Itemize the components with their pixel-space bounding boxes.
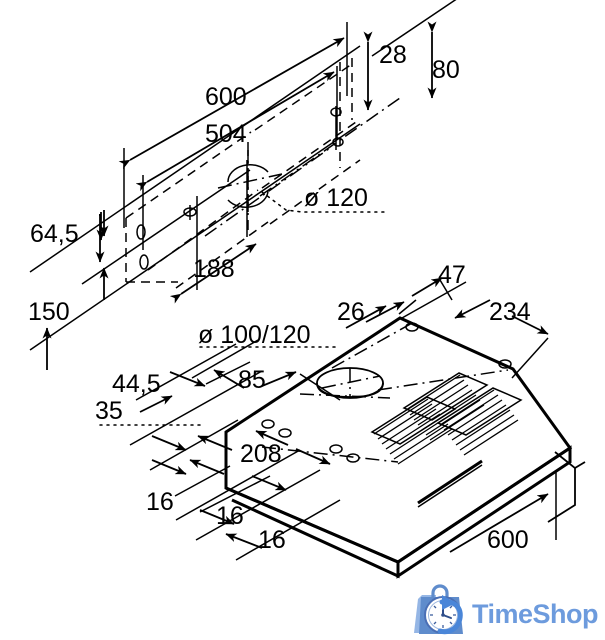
dim-208: 208 bbox=[240, 430, 331, 491]
dim-16-a: 16 bbox=[146, 435, 231, 516]
dim-504: 504 bbox=[135, 71, 335, 192]
dim-35-label: 35 bbox=[95, 397, 123, 425]
dim-80: 80 bbox=[427, 21, 460, 99]
dia-100-120-label: ø 100/120 bbox=[198, 321, 311, 349]
outlet-dia-120 bbox=[217, 150, 283, 212]
dim-234-label: 234 bbox=[489, 298, 531, 326]
dia-120-label: ø 120 bbox=[304, 184, 368, 212]
dim-44-5-label: 44,5 bbox=[112, 370, 161, 398]
dim-80-label: 80 bbox=[432, 56, 460, 84]
hood-handle-slot bbox=[417, 459, 483, 508]
dim-600-front-label: 600 bbox=[487, 526, 529, 554]
dim-504-label: 504 bbox=[205, 120, 247, 148]
dim-600-top-label: 600 bbox=[205, 83, 247, 111]
top-view-centerlines bbox=[204, 97, 401, 237]
dim-26: 26 bbox=[337, 298, 405, 329]
dim-26-label: 26 bbox=[337, 298, 365, 326]
dim-85-label: 85 bbox=[238, 366, 266, 394]
dim-600-front: 600 bbox=[449, 470, 557, 554]
dim-44-5: 44,5 bbox=[112, 361, 251, 398]
dim-150: 150 bbox=[28, 267, 109, 370]
dim-234: 234 bbox=[401, 281, 549, 379]
top-view-hidden-outline bbox=[125, 58, 361, 289]
dim-64-5-label: 64,5 bbox=[30, 220, 79, 248]
dia-120-leader: ø 120 bbox=[261, 184, 387, 213]
hood-guide-lines bbox=[129, 343, 341, 561]
dim-188: 188 bbox=[169, 243, 257, 304]
hood-view-group: ø 100/120 26 47 234 bbox=[95, 261, 586, 579]
dim-150-label: 150 bbox=[28, 298, 70, 326]
dim-208-label: 208 bbox=[240, 440, 282, 468]
dim-28: 28 bbox=[363, 31, 407, 111]
top-view-fixing-points bbox=[136, 106, 344, 270]
swoosh-arrow-icon bbox=[437, 595, 463, 635]
dim-28-label: 28 bbox=[379, 41, 407, 69]
dia-100-120-leader: ø 100/120 bbox=[198, 321, 341, 349]
hood-grille bbox=[370, 372, 523, 465]
hood-centerlines bbox=[261, 321, 509, 463]
timeshop-watermark: TimeShop bbox=[414, 584, 599, 635]
dim-188-label: 188 bbox=[193, 255, 235, 283]
dim-35: 35 bbox=[95, 395, 201, 426]
hood-fixing-points bbox=[261, 322, 512, 463]
dim-16-a-label: 16 bbox=[146, 488, 174, 516]
top-view-group: 600 504 28 80 64,5 bbox=[28, 0, 460, 370]
hood-body bbox=[224, 316, 586, 579]
dim-47: 47 bbox=[398, 261, 466, 315]
timeshop-wordmark: TimeShop bbox=[472, 599, 598, 629]
dim-85: 85 bbox=[191, 339, 341, 401]
